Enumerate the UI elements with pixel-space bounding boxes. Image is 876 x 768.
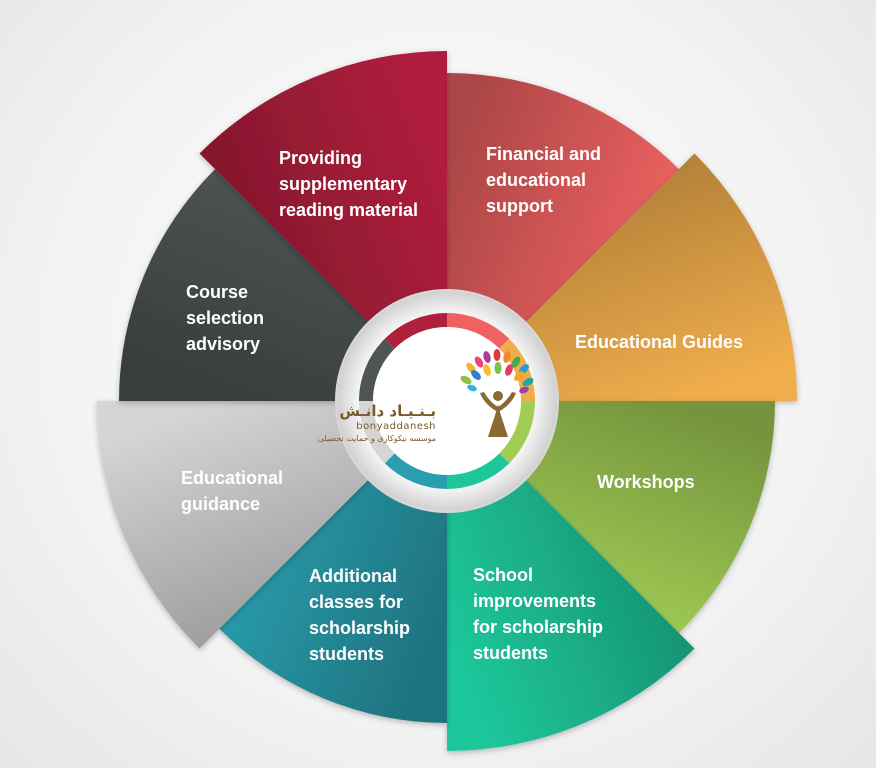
inner-arc-workshops [499,401,535,464]
label-advisory: Course selection advisory [186,282,264,354]
label-school-line-3: for scholarship [473,617,603,637]
label-school-line-4: students [473,643,548,663]
segment-classes [219,471,447,723]
label-financial-line-1: Financial and [486,144,601,164]
inner-arc-classes [384,453,447,489]
label-financial-line-3: support [486,196,553,216]
label-classes-line-4: students [309,644,384,664]
segment-school [447,471,695,751]
logo-tagline-fa: موسسه نیکوکاری و حمایت تحصیلی [318,434,436,443]
logo-name-en: bonyaddanesh [356,421,436,432]
label-school-line-2: improvements [473,591,596,611]
label-classes-line-3: scholarship [309,618,410,638]
label-school-line-1: School [473,565,533,585]
inner-arc-school [447,453,510,489]
label-workshops: Workshops [597,472,695,492]
label-financial: Financial and educational support [486,144,601,216]
logo-disc [373,327,521,475]
label-guidance-line-1: Educational [181,468,283,488]
inner-arc-financial [447,313,510,349]
label-workshops-line-1: Workshops [597,472,695,492]
label-advisory-line-3: advisory [186,334,260,354]
label-guidance: Educational guidance [181,468,283,514]
inner-arc-reading [384,313,447,349]
label-advisory-line-1: Course [186,282,248,302]
label-guides-line-1: Educational Guides [575,332,743,352]
tree-icon [460,349,534,437]
label-classes-line-2: classes for [309,592,403,612]
inner-color-ring [359,313,535,489]
label-school: School improvements for scholarship student… [473,565,603,663]
label-reading: Providing supplementary reading material [279,148,418,220]
segment-workshops [517,401,775,633]
bonyaddanesh-logo: بـنـیـاد دانـش bonyaddanesh موسسه نیکوکا… [318,349,534,443]
label-reading-line-2: supplementary [279,174,407,194]
segment-financial [447,73,679,331]
segment-reading [199,51,447,331]
inner-arc-guidance [359,401,395,464]
wheel-segments [97,51,798,751]
label-classes: Additional classes for scholarship students [309,566,410,664]
label-guidance-line-2: guidance [181,494,260,514]
label-reading-line-3: reading material [279,200,418,220]
label-reading-line-1: Providing [279,148,362,168]
logo-name-fa: بـنـیـاد دانـش [339,402,436,420]
segment-guides [517,153,798,401]
segment-guidance [97,401,377,649]
label-financial-line-2: educational [486,170,586,190]
segment-labels: Financial and educational supportEducation… [181,144,743,664]
label-guides: Educational Guides [575,332,743,352]
inner-arc-advisory [359,338,395,401]
label-classes-line-1: Additional [309,566,397,586]
label-advisory-line-2: selection [186,308,264,328]
segment-advisory [119,169,377,401]
